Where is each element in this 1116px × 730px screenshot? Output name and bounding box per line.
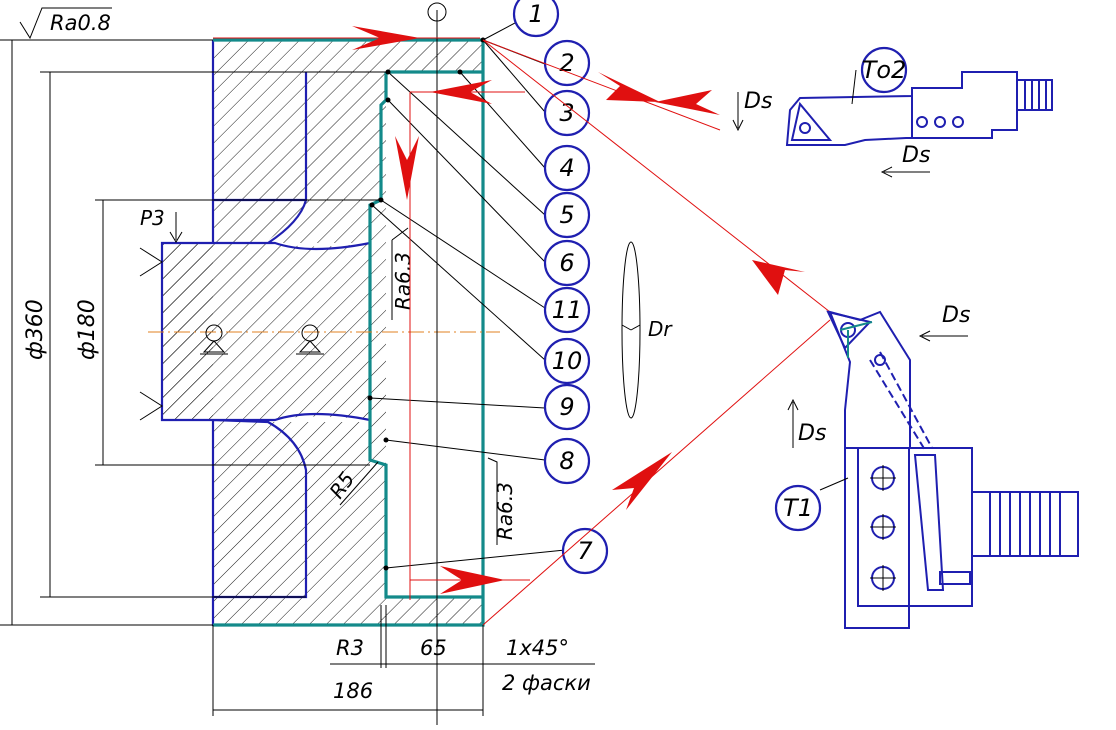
arrow-top — [352, 26, 420, 50]
fixture-symbols: Р3 — [139, 206, 324, 421]
arrow-upper-right-1 — [598, 72, 660, 102]
svg-text:8: 8 — [559, 447, 574, 475]
svg-text:3: 3 — [559, 99, 574, 127]
support-symbol-top — [139, 247, 163, 277]
tool-t1-feed-vertical: Ds — [798, 421, 826, 446]
roughness-symbol-inner — [391, 227, 409, 320]
roughness-top-label: Ra0.8 — [50, 11, 111, 35]
tool-t1-feed-horizontal: Ds — [942, 303, 970, 328]
tool-t1: Т1 Ds Ds — [774, 303, 1079, 629]
rotation-symbol: Dr — [621, 241, 673, 419]
bubble-8: 8 — [543, 437, 591, 485]
bubble-3: 3 — [543, 89, 591, 137]
arrow-diag-down — [612, 452, 672, 510]
roughness-symbol-top — [19, 7, 112, 40]
clamp-symbol-left — [200, 324, 228, 355]
tool-to2: То2 Ds Ds — [732, 46, 1053, 178]
bubble-7: 7 — [561, 527, 609, 575]
hatched-bottom-rim — [213, 597, 483, 625]
dim-chamfer-note: 2 фаски — [502, 671, 591, 695]
bubble-11: 11 — [543, 286, 591, 334]
dimensions: ф360 ф180 Ra0.8 186 65 R3 1x45° 2 фаски … — [0, 7, 595, 716]
arrow-inner-top — [430, 80, 492, 104]
tool-to2-label: То2 — [862, 56, 907, 84]
arrow-upper-right-2 — [655, 90, 720, 115]
bubbles: 1 2 3 4 5 6 11 10 9 8 7 — [512, 0, 609, 575]
tool-t1-insert — [826, 310, 872, 350]
clamp-symbol-right — [296, 324, 324, 355]
tool-t1-bubble — [774, 484, 822, 532]
part-section — [148, 10, 500, 725]
bubble-9: 9 — [543, 383, 591, 431]
tool-to2-bubble — [860, 46, 908, 94]
dim-chamfer: 1x45° — [506, 636, 569, 660]
hatched-upper-flange — [162, 40, 483, 597]
tool-t1-label: Т1 — [783, 494, 813, 522]
tool-paths — [213, 26, 831, 626]
outer-diameter-label: ф360 — [23, 299, 48, 360]
svg-text:5: 5 — [559, 201, 574, 229]
svg-text:7: 7 — [577, 537, 593, 565]
inner-diameter-label: ф180 — [75, 299, 100, 360]
finished-contour — [213, 38, 485, 627]
arrow-diag-up — [752, 260, 805, 295]
dim-radius-small: R3 — [336, 636, 364, 660]
tool-t1-shank — [971, 491, 1079, 557]
roughness-inner-label: Ra6.3 — [391, 252, 415, 310]
tool-to2-body — [785, 71, 1018, 146]
bubble-5: 5 — [543, 191, 591, 239]
tool-to2-insert — [790, 101, 833, 141]
roughness-outer-label: Ra6.3 — [493, 482, 517, 540]
tool-to2-feed-horizontal: Ds — [902, 143, 930, 168]
roughness-symbol-outer — [487, 457, 498, 545]
tool-t1-clamp-rod — [913, 454, 945, 591]
bubble-6: 6 — [543, 239, 591, 287]
bubble-4: 4 — [543, 144, 591, 192]
svg-text:2: 2 — [559, 49, 574, 77]
arrow-inner-bottom — [440, 566, 505, 594]
tool-to2-insert-hole — [799, 122, 811, 134]
axis-top-marker — [427, 2, 447, 22]
support-symbol-bottom — [139, 391, 163, 421]
dim-total-length: 186 — [333, 679, 373, 703]
svg-text:9: 9 — [559, 393, 574, 421]
svg-text:1: 1 — [528, 0, 543, 28]
bubble-1: 1 — [512, 0, 560, 38]
svg-text:10: 10 — [552, 347, 583, 375]
locator-label: Р3 — [140, 206, 165, 230]
svg-text:6: 6 — [559, 249, 574, 277]
arrow-inner-down — [395, 136, 419, 200]
tool-to2-thread — [1024, 80, 1047, 110]
hatched-web — [268, 72, 386, 597]
locator-arrow — [169, 212, 183, 243]
svg-text:11: 11 — [552, 296, 583, 324]
svg-text:4: 4 — [559, 154, 574, 182]
rotation-label: Dr — [648, 317, 673, 341]
bubble-10: 10 — [543, 337, 591, 385]
leader-dots — [367, 37, 486, 571]
dim-recess-depth: 65 — [420, 636, 447, 660]
tool-to2-feed-vertical: Ds — [744, 89, 772, 114]
bubble-2: 2 — [543, 39, 591, 87]
